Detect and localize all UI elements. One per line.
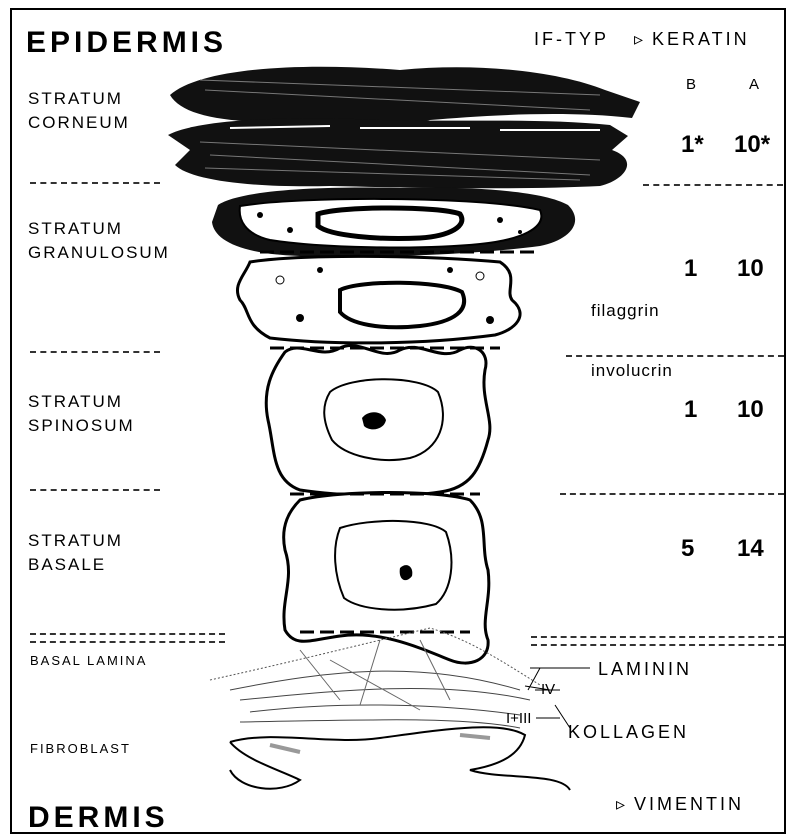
- column-a-header: A: [749, 77, 759, 92]
- title-epidermis: EPIDERMIS: [26, 28, 227, 58]
- label-collagen-i-iii: I+III: [506, 711, 531, 726]
- separator-right-1: [643, 184, 783, 186]
- column-b-header: B: [686, 77, 696, 92]
- separator-left-2: [30, 351, 160, 353]
- granulosum-keratin-a: 10: [737, 257, 764, 281]
- basale-keratin-b: 5: [681, 537, 694, 561]
- separator-left-1: [30, 182, 160, 184]
- header-arrow-icon: ▹: [634, 30, 646, 48]
- label-involucrin: involucrin: [591, 362, 673, 379]
- separator-right-2: [566, 355, 784, 357]
- basale-cell: [284, 493, 489, 664]
- layer-spinosum-line2: SPINOSUM: [28, 417, 135, 434]
- spinosum-keratin-b: 1: [684, 398, 697, 422]
- label-fibroblast: FIBROBLAST: [30, 742, 131, 755]
- spinosum-keratin-a: 10: [737, 398, 764, 422]
- separator-left-4a: [30, 633, 225, 635]
- basale-keratin-a: 14: [737, 537, 764, 561]
- layer-basale-line1: STRATUM: [28, 532, 123, 549]
- vimentin-arrow-icon: ▹: [616, 795, 628, 813]
- separator-right-4b: [531, 644, 784, 646]
- separator-right-3: [560, 493, 784, 495]
- granulosum-cell-lower: [237, 256, 520, 343]
- header-if-typ: IF-TYP: [534, 30, 609, 48]
- label-basal-lamina: BASAL LAMINA: [30, 654, 147, 667]
- label-kollagen: KOLLAGEN: [568, 723, 689, 741]
- layer-spinosum-line1: STRATUM: [28, 393, 123, 410]
- layer-basale-line2: BASALE: [28, 556, 106, 573]
- label-laminin: LAMININ: [598, 660, 692, 678]
- label-vimentin: VIMENTIN: [634, 795, 744, 813]
- corneum-keratin-a: 10*: [734, 133, 770, 157]
- spinosum-cell: [266, 345, 490, 495]
- title-dermis: DERMIS: [28, 803, 169, 833]
- corneum-keratin-b: 1*: [681, 133, 704, 157]
- label-filaggrin: filaggrin: [591, 302, 660, 319]
- header-keratin: KERATIN: [652, 30, 750, 48]
- dermis-fibres: [210, 628, 540, 728]
- layer-granulosum-line1: STRATUM: [28, 220, 123, 237]
- layer-corneum-line2: CORNEUM: [28, 114, 130, 131]
- corneum-cells: [168, 67, 640, 189]
- separator-left-4b: [30, 641, 225, 643]
- label-collagen-iv: IV: [541, 682, 555, 697]
- separator-right-4a: [531, 636, 784, 638]
- layer-corneum-line1: STRATUM: [28, 90, 123, 107]
- granulosum-keratin-b: 1: [684, 257, 697, 281]
- separator-left-3: [30, 489, 160, 491]
- layer-granulosum-line2: GRANULOSUM: [28, 244, 170, 261]
- granulosum-cell-upper: [212, 188, 575, 257]
- fibroblast-cell: [230, 727, 570, 790]
